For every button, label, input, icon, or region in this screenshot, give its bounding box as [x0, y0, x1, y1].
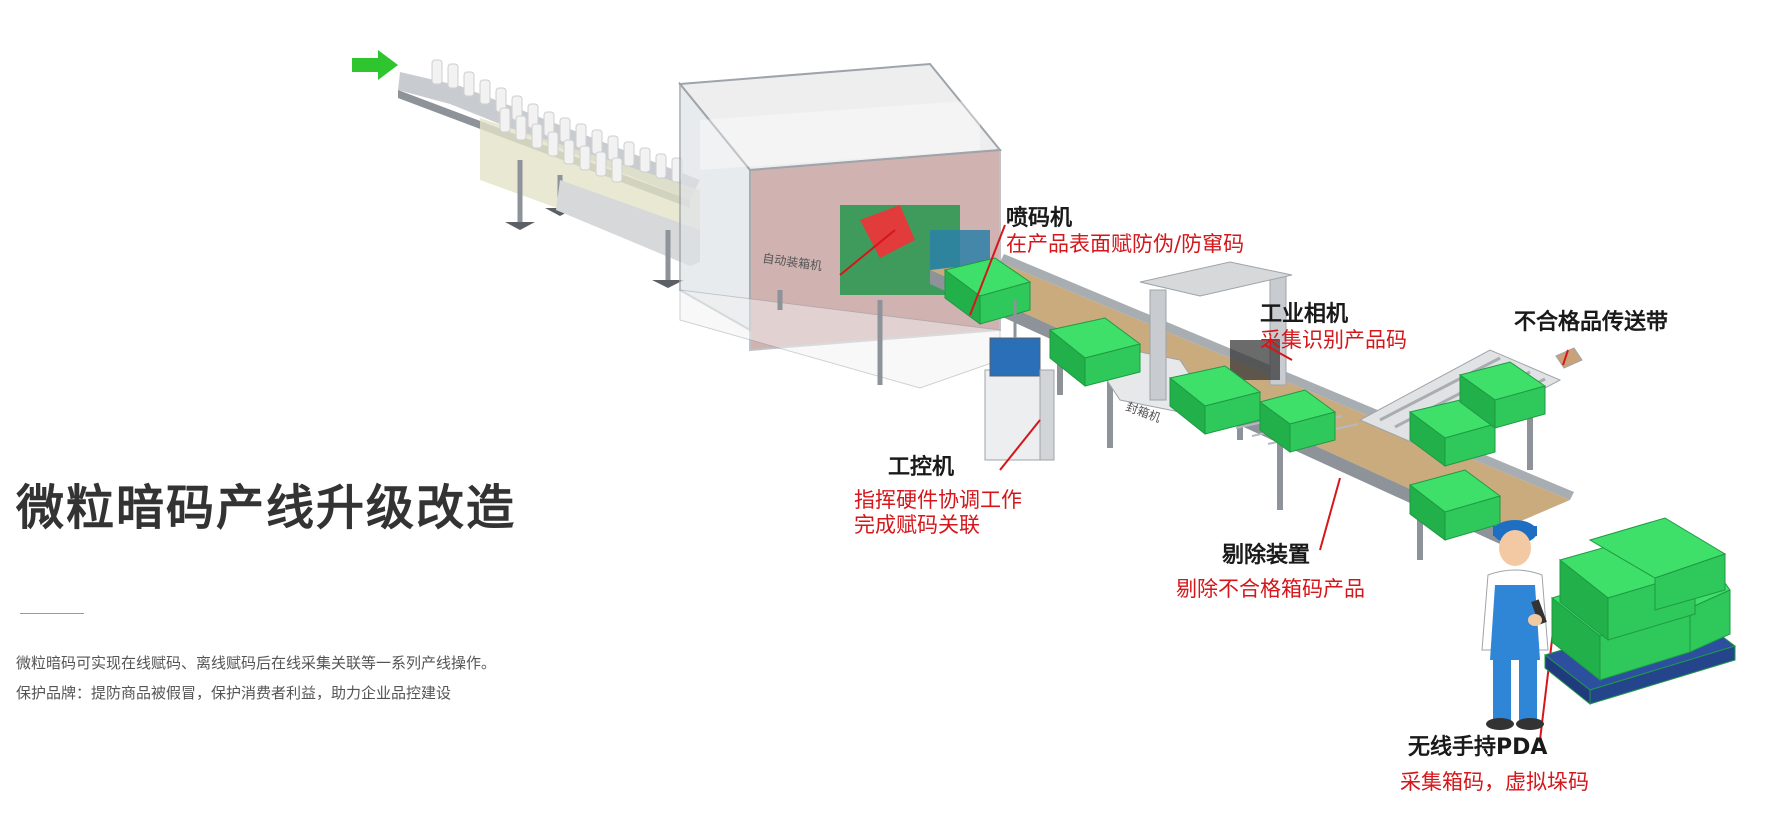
label-inkjet-printer: 喷码机 在产品表面赋防伪/防窜码 [1006, 206, 1244, 258]
flow-arrow-icon [352, 50, 398, 80]
label-inkjet-desc: 在产品表面赋防伪/防窜码 [1006, 232, 1245, 257]
page-title: 微粒暗码产线升级改造 [16, 480, 517, 536]
worker-with-pda [1481, 520, 1549, 730]
auto-case-packer: 自动装箱机 [678, 62, 1002, 389]
label-ipc-name: 工控机 [888, 455, 955, 480]
label-pda-name: 无线手持PDA [1408, 735, 1548, 760]
label-camera-desc: 采集识别产品码 [1260, 328, 1407, 353]
label-ipc-desc-2: 完成赋码关联 [854, 513, 980, 538]
label-pda: 无线手持PDA [1408, 735, 1547, 761]
label-pda-desc-wrap: 采集箱码，虚拟垛码 [1400, 770, 1589, 795]
label-industrial-pc: 工控机 [888, 455, 954, 481]
label-camera-name: 工业相机 [1260, 302, 1349, 327]
industrial-pc [984, 300, 1055, 461]
label-reject-belt-name: 不合格品传送带 [1514, 310, 1669, 335]
label-rejector: 剔除装置 [1222, 543, 1310, 569]
label-rejector-desc: 剔除不合格箱码产品 [1176, 577, 1365, 601]
pallet-stack [1543, 517, 1737, 706]
label-inkjet-name: 喷码机 [1006, 206, 1073, 231]
label-pointer-lines [839, 224, 1569, 741]
cartons-on-line [943, 257, 1547, 541]
title-divider [20, 613, 84, 614]
label-industrial-camera: 工业相机 采集识别产品码 [1260, 302, 1407, 354]
label-ipc-desc: 指挥硬件协调工作 完成赋码关联 [854, 488, 1022, 538]
label-rejector-desc-wrap: 剔除不合格箱码产品 [1176, 577, 1365, 602]
label-reject-belt: 不合格品传送带 [1514, 310, 1668, 336]
bottle-infeed-conveyor [398, 59, 700, 288]
description-line-2: 保护品牌：提防商品被假冒，保护消费者利益，助力企业品控建设 [16, 684, 452, 702]
label-ipc-desc-1: 指挥硬件协调工作 [854, 488, 1022, 512]
description-line-1: 微粒暗码可实现在线赋码、离线赋码后在线采集关联等一系列产线操作。 [16, 654, 497, 672]
label-rejector-name: 剔除装置 [1222, 543, 1311, 568]
label-pda-desc: 采集箱码，虚拟垛码 [1400, 770, 1589, 794]
